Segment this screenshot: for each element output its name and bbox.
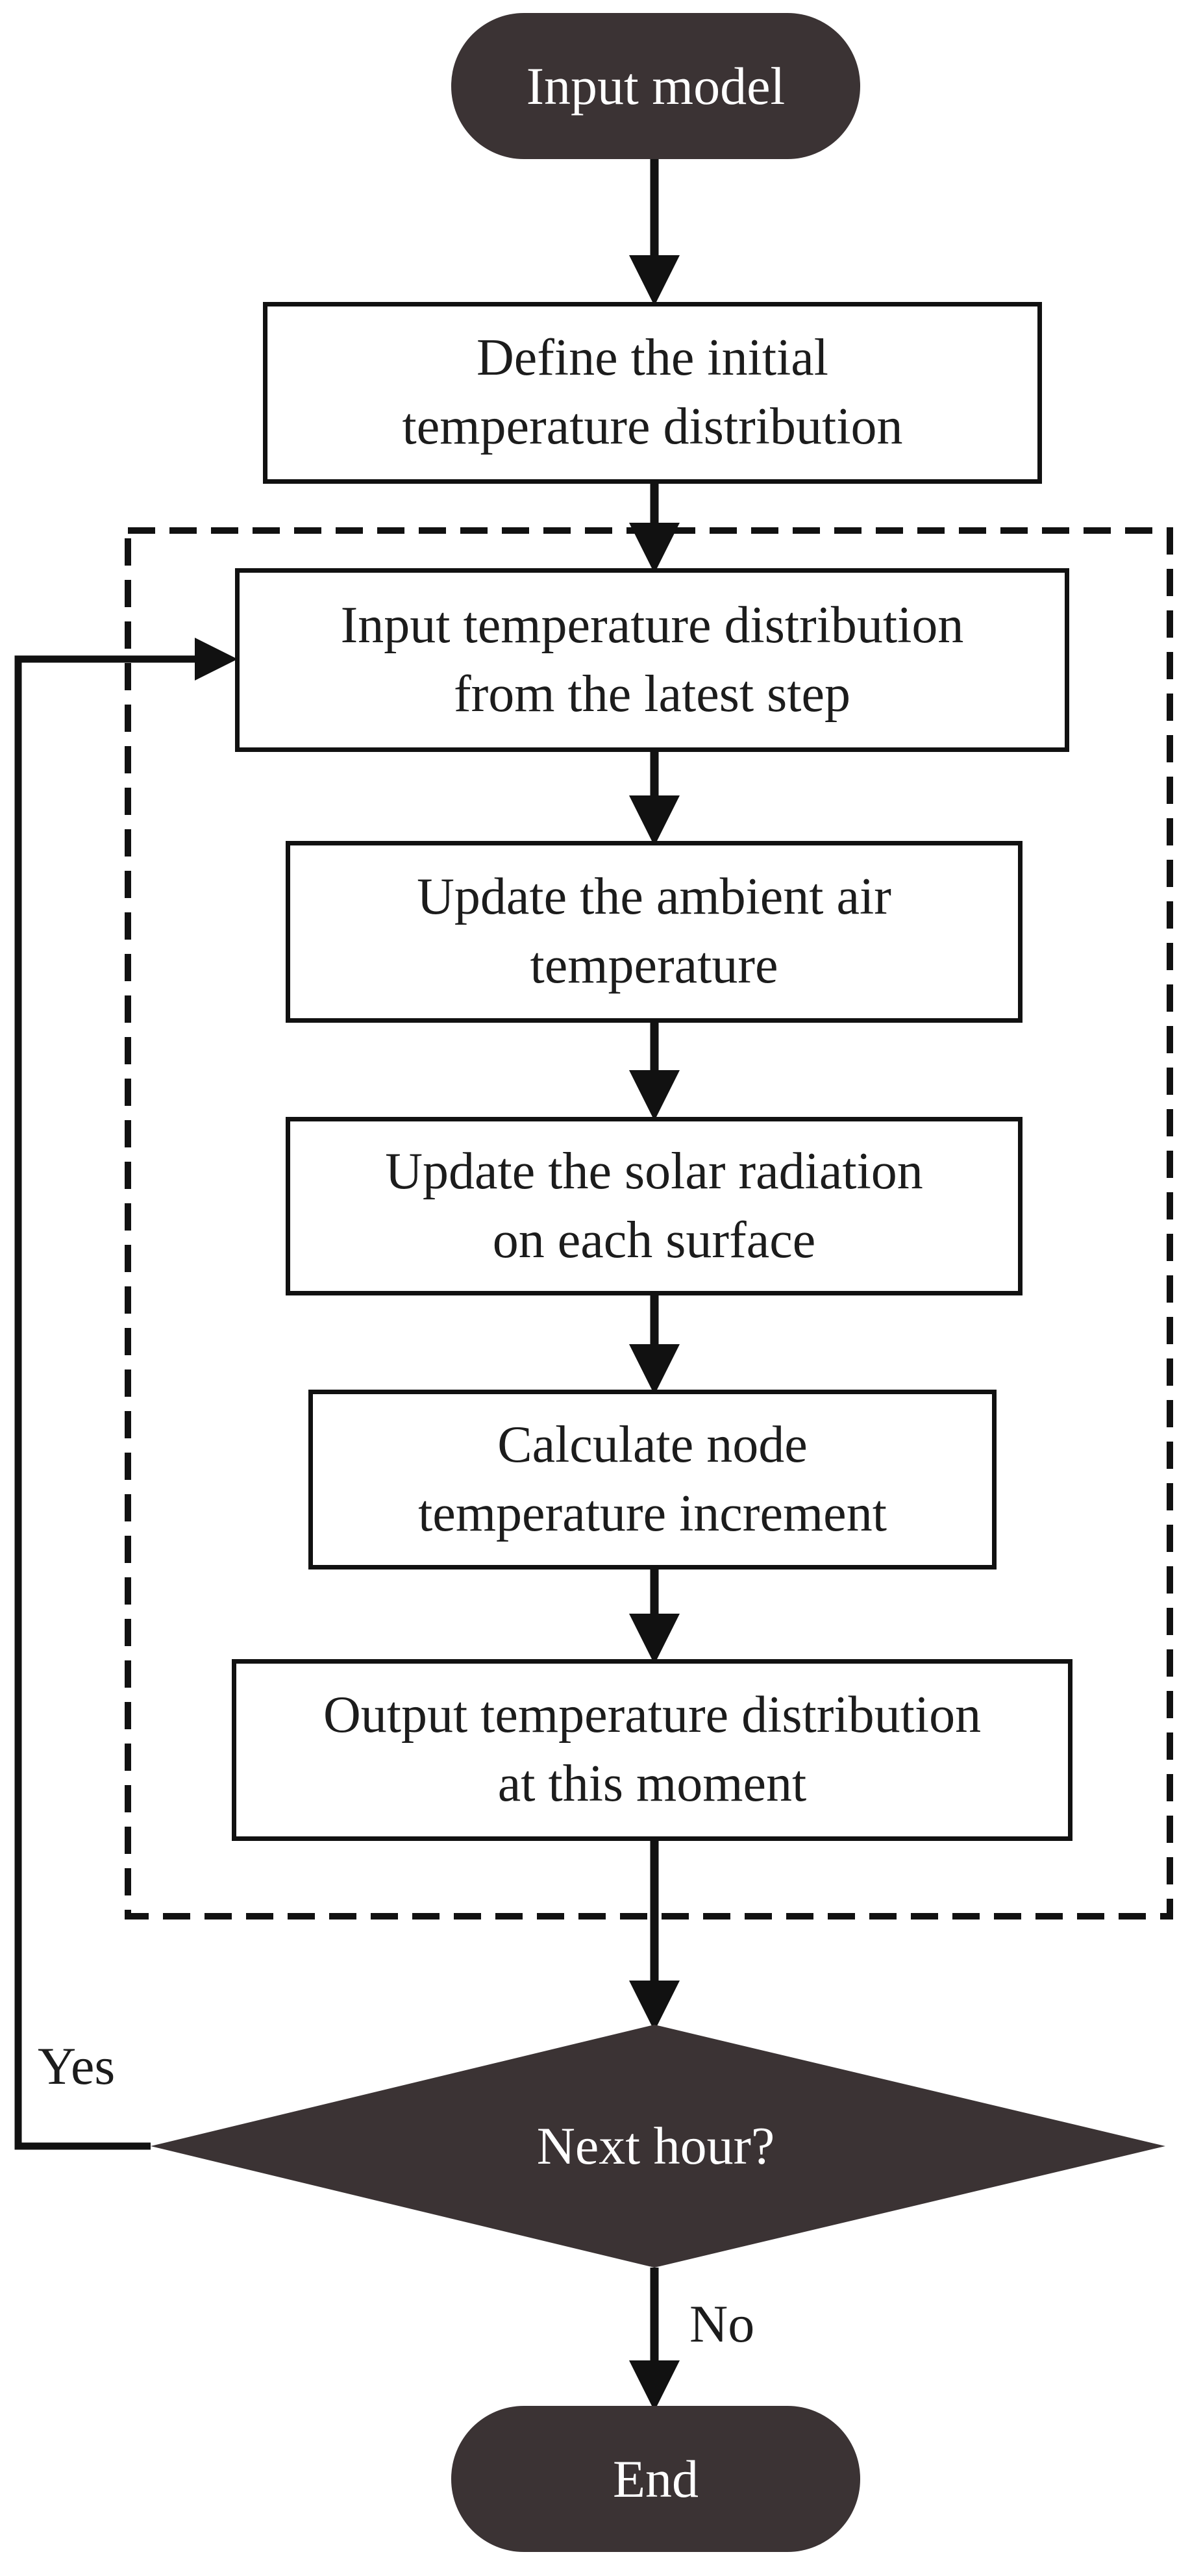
decision-label: Next hour? [422, 2110, 889, 2182]
step-label: Input temperature distribution from the … [340, 596, 964, 723]
step-define-initial-distribution: Define the initial temperature distribut… [263, 302, 1042, 484]
yes-text: Yes [38, 2036, 116, 2095]
yes-label: Yes [38, 2036, 115, 2097]
start-terminal: Input model [451, 13, 860, 159]
step-input-latest-distribution: Input temperature distribution from the … [235, 568, 1069, 752]
no-label: No [689, 2294, 754, 2355]
step-update-solar-radiation: Update the solar radiation on each surfa… [286, 1117, 1023, 1295]
yes-loop-line [14, 638, 238, 2150]
decision-diamond [151, 2025, 1165, 2268]
step-label: Output temperature distribution at this … [323, 1686, 982, 1812]
step-label: Update the solar radiation on each surfa… [385, 1142, 923, 1269]
step-output-distribution: Output temperature distribution at this … [232, 1659, 1072, 1841]
end-terminal: End [451, 2406, 860, 2552]
decision-text: Next hour? [536, 2116, 775, 2175]
step-calculate-increment: Calculate node temperature increment [308, 1390, 997, 1569]
step-label: Update the ambient air temperature [417, 868, 891, 994]
step-update-ambient-air: Update the ambient air temperature [286, 841, 1023, 1023]
start-label: Input model [526, 56, 786, 116]
step-label: Calculate node temperature increment [418, 1416, 887, 1542]
step-label: Define the initial temperature distribut… [402, 329, 903, 455]
no-text: No [689, 2294, 755, 2353]
end-label: End [612, 2449, 699, 2508]
